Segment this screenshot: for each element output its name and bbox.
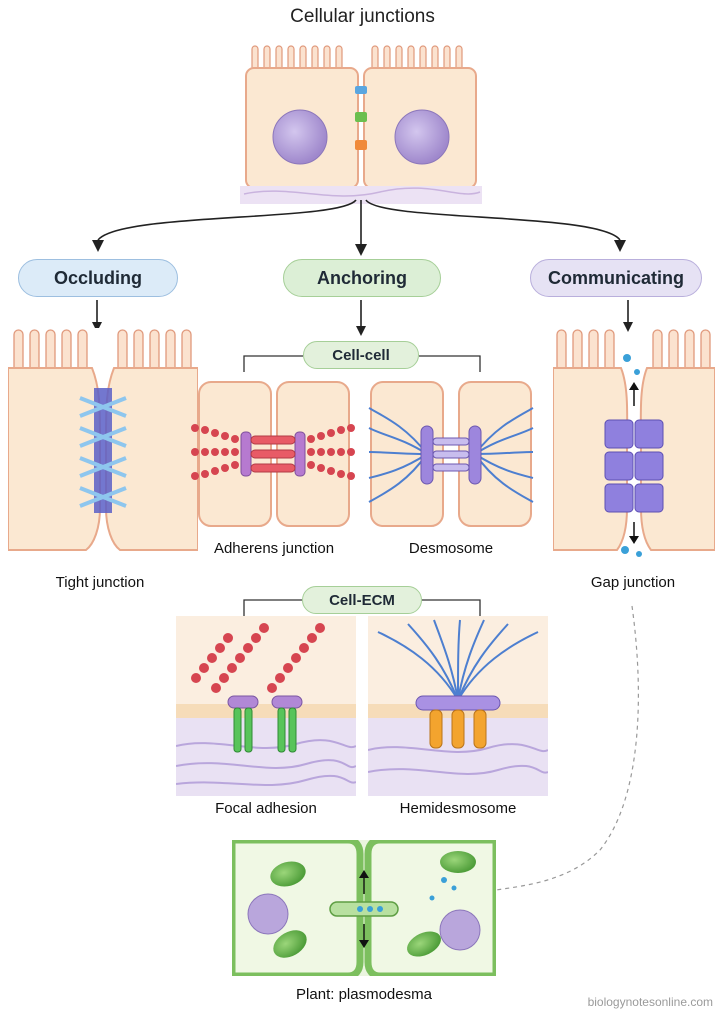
subgroup-cell-ecm: Cell-ECM bbox=[302, 586, 422, 614]
subgroup-cell-cell: Cell-cell bbox=[303, 341, 419, 369]
category-anchoring: Anchoring bbox=[283, 259, 441, 297]
tight-junction-illustration bbox=[8, 328, 198, 558]
desmosome-illustration bbox=[368, 381, 534, 527]
label-adherens-junction: Adherens junction bbox=[213, 540, 335, 557]
label-desmosome: Desmosome bbox=[408, 540, 494, 557]
label-tight-junction: Tight junction bbox=[55, 574, 145, 591]
gap-junction-illustration bbox=[553, 329, 715, 557]
label-focal-adhesion: Focal adhesion bbox=[215, 800, 317, 817]
category-communicating: Communicating bbox=[530, 259, 702, 297]
plasmodesma-illustration bbox=[232, 840, 496, 976]
hemidesmosome-illustration bbox=[368, 616, 548, 796]
label-hemidesmosome: Hemidesmosome bbox=[399, 800, 517, 817]
diagram-title: Cellular junctions bbox=[290, 6, 435, 27]
label-gap-junction: Gap junction bbox=[590, 574, 676, 591]
label-plasmodesma: Plant: plasmodesma bbox=[296, 986, 432, 1003]
category-occluding: Occluding bbox=[18, 259, 178, 297]
focal-adhesion-illustration bbox=[176, 616, 356, 796]
adherens-junction-illustration bbox=[191, 381, 355, 527]
source-credit: biologynotesonline.com bbox=[587, 995, 713, 1009]
